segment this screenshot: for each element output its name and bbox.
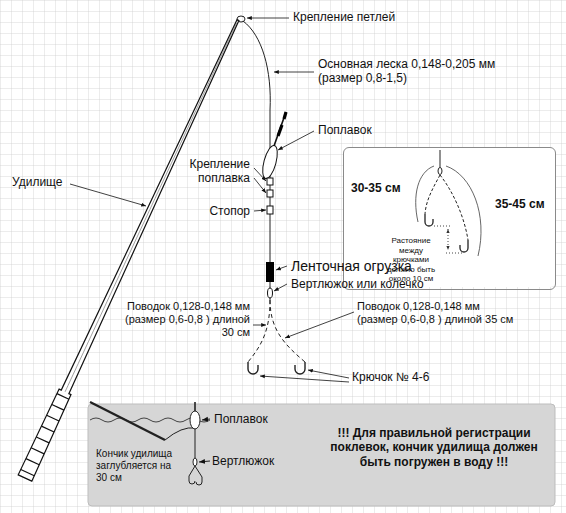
water-sketch (195, 429, 196, 458)
callout-lines (253, 325, 266, 326)
inset-rig (448, 229, 449, 250)
strip-sinker (266, 262, 274, 282)
water-sketch (194, 402, 196, 411)
fishing-rod (57, 394, 69, 400)
callout-lines (285, 312, 354, 338)
float (260, 112, 286, 180)
float-fasteners (267, 190, 273, 197)
leaders-and-hooks (248, 300, 270, 362)
fishing-rod (36, 437, 49, 443)
callout-lines (276, 266, 287, 270)
water-sketch (189, 466, 195, 484)
panel-text: Поплавок (214, 412, 268, 426)
water-sketch (202, 419, 210, 420)
inset-rig (425, 214, 433, 226)
float-fasteners (267, 178, 273, 197)
part-label: Стопор (192, 204, 250, 218)
callout-lines (308, 370, 349, 378)
note-panel-ground (88, 404, 555, 506)
fishing-rod (41, 426, 54, 432)
panel-text: 30-35 см (351, 181, 401, 195)
part-label: Поводок 0,128-0,148 мм (размер 0,6-0,8 )… (112, 300, 250, 340)
inset-rig (440, 150, 441, 168)
part-label: Крепление поплавка (175, 157, 250, 186)
part-label: Ленточная огрузка (291, 258, 412, 275)
panel-text: 35-45 см (495, 197, 545, 211)
callout-lines (254, 210, 266, 211)
fishing-rod (18, 20, 239, 482)
float (260, 144, 280, 180)
water-sketch (165, 428, 195, 440)
inset-rig (446, 166, 481, 256)
inset-rig (460, 240, 468, 252)
water-sketch (190, 411, 200, 429)
water-sketch (195, 466, 202, 485)
inset-rig (446, 253, 462, 254)
swivel (268, 288, 273, 298)
panel-text: !!! Для правильной регистрации поклевок,… (320, 426, 548, 469)
fishing-rod (47, 415, 59, 421)
panel-text: Кончик удилища заглубляется на 30 см (96, 448, 176, 484)
inset-rig (425, 175, 440, 214)
part-label: Основная леска 0,148-0,205 мм (размер 0,… (318, 57, 510, 86)
leaders-and-hooks (248, 362, 258, 374)
stopper (267, 206, 273, 214)
callout-lines (274, 72, 314, 73)
inset-rig (440, 175, 468, 240)
callout-lines (260, 376, 349, 382)
leaders-and-hooks (295, 362, 305, 374)
leaders-and-hooks (270, 300, 305, 362)
fishing-rod (18, 20, 239, 482)
note-panel: ПоплавокКончик удилища заглубляется на 3… (88, 404, 555, 506)
water-sketch (199, 461, 210, 462)
callout-lines (278, 131, 314, 150)
part-label: Крючок № 4-6 (352, 370, 429, 384)
callout-lines (254, 178, 266, 193)
leaders-and-hooks (248, 300, 305, 374)
panel-text: Вертлюжок (212, 454, 274, 468)
callout-lines (70, 184, 146, 206)
float (274, 112, 286, 146)
inset-rig (416, 166, 434, 222)
fishing-rod (52, 404, 64, 410)
part-label: Поплавок (318, 123, 372, 137)
inset-rig (434, 226, 452, 227)
fishing-rod (31, 448, 44, 454)
fishing-rod (26, 459, 39, 465)
fishing-rod (21, 469, 34, 475)
part-label: Крепление петлей (293, 10, 395, 24)
float (284, 112, 286, 119)
float (278, 125, 282, 136)
callout-lines (254, 168, 266, 181)
part-label: Удилище (12, 175, 63, 189)
callout-lines (274, 284, 287, 291)
float-fasteners (267, 178, 273, 185)
water-sketch (90, 402, 210, 485)
part-label: Вертлюжок или колечко (291, 277, 424, 291)
callout-lines (70, 18, 354, 382)
callout-lines (247, 18, 289, 19)
water-sketch (193, 458, 197, 466)
part-label: Поводок 0,128-0,148 мм (размер 0,6-0,8 )… (357, 300, 517, 326)
water-sketch (90, 402, 165, 440)
inset-rig (438, 168, 442, 175)
